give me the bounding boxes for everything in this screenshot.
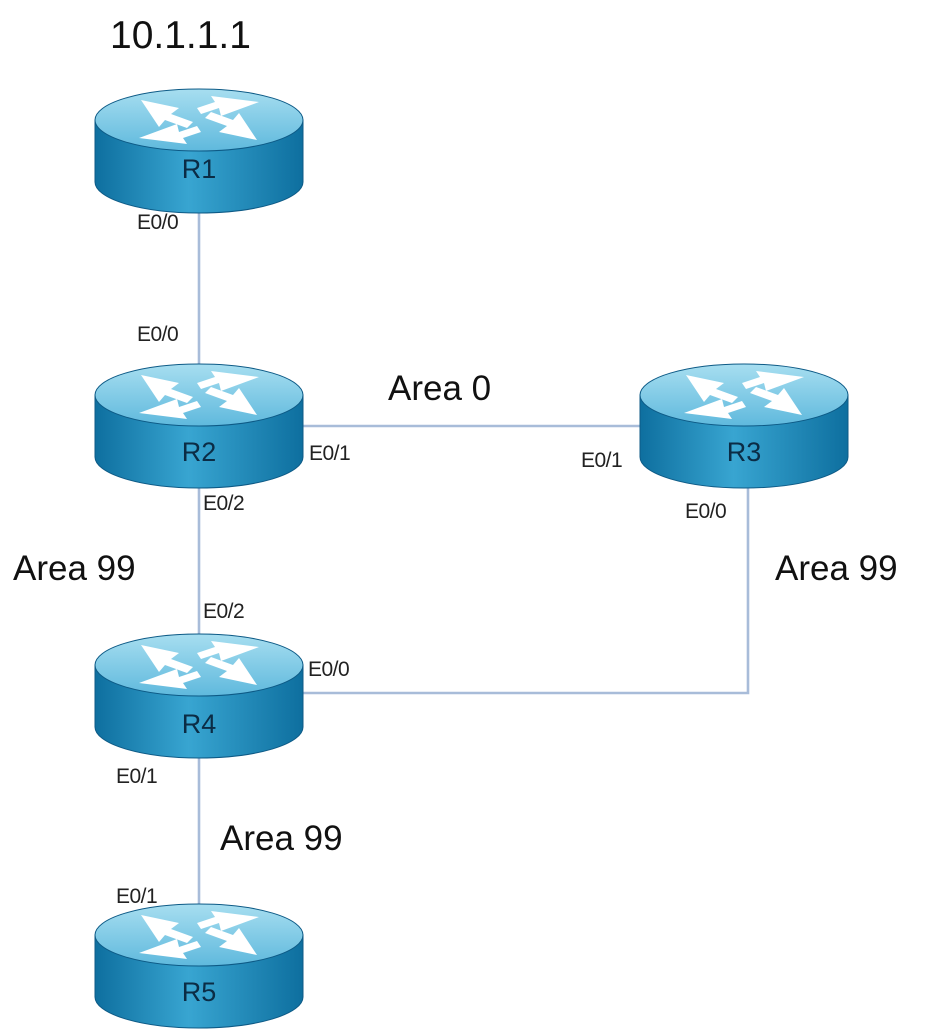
router-icon bbox=[639, 363, 849, 489]
r4-interface-e02-label: E0/2 bbox=[203, 600, 244, 623]
router-r2-label: R2 bbox=[182, 437, 217, 467]
router-r3[interactable]: R3 bbox=[639, 363, 849, 489]
r4-interface-e00-label: E0/0 bbox=[308, 658, 349, 681]
area-label-r2-r4: Area 99 bbox=[13, 549, 136, 588]
router-icon bbox=[94, 363, 304, 489]
r2-interface-e01-label: E0/1 bbox=[309, 442, 350, 465]
area-label-r2-r3: Area 0 bbox=[388, 369, 491, 408]
router-icon bbox=[94, 633, 304, 759]
r2-interface-e00-label: E0/0 bbox=[137, 323, 178, 346]
router-r1[interactable]: R1 bbox=[94, 88, 304, 214]
area-label-r4-r5: Area 99 bbox=[220, 819, 343, 858]
router-r3-label: R3 bbox=[727, 437, 762, 467]
r2-interface-e02-label: E0/2 bbox=[203, 492, 244, 515]
router-r5[interactable]: R5 bbox=[94, 903, 304, 1029]
router-r2[interactable]: R2 bbox=[94, 363, 304, 489]
r1-interface-e00-label: E0/0 bbox=[137, 211, 178, 234]
area-label-r3-r4: Area 99 bbox=[775, 549, 898, 588]
r1-ip-address-label: 10.1.1.1 bbox=[110, 14, 251, 57]
r4-interface-e01-label: E0/1 bbox=[116, 765, 157, 788]
router-icon bbox=[94, 903, 304, 1029]
router-r4-label: R4 bbox=[182, 709, 217, 739]
router-r5-label: R5 bbox=[182, 977, 217, 1007]
router-icon bbox=[94, 88, 304, 214]
r5-interface-e01-label: E0/1 bbox=[116, 885, 157, 908]
link-r3-r4 bbox=[300, 462, 750, 695]
router-r1-label: R1 bbox=[182, 154, 217, 184]
r3-interface-e00-label: E0/0 bbox=[685, 500, 726, 523]
r3-interface-e01-label: E0/1 bbox=[581, 449, 622, 472]
router-r4[interactable]: R4 bbox=[94, 633, 304, 759]
